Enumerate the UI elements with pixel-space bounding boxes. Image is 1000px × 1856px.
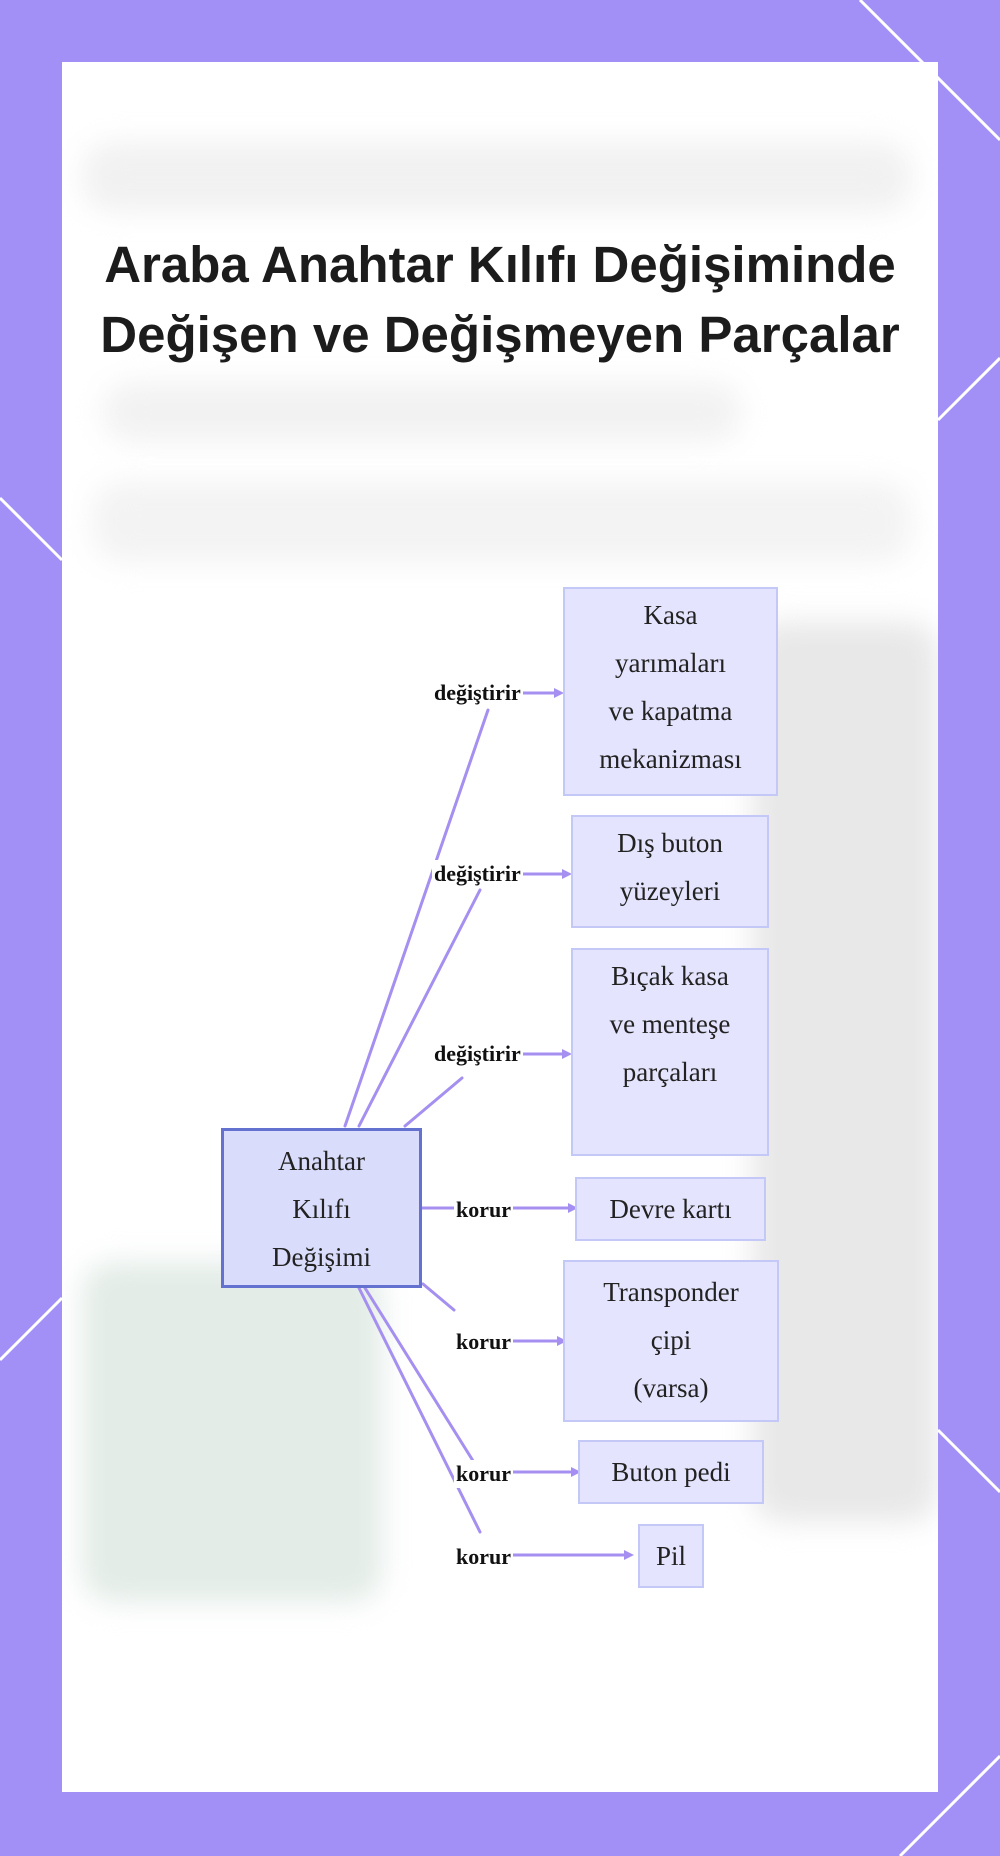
node-label-line: ve menteşe — [609, 1009, 731, 1039]
edge-line — [403, 1076, 464, 1128]
branch-node-case-halves: Kasa yarımaları ve kapatma mekanizması — [563, 587, 778, 796]
branch-node-transponder: Transponder çipi (varsa) — [563, 1260, 779, 1422]
edge-label: korur — [454, 1196, 513, 1224]
arrowhead — [554, 688, 564, 698]
edge-label: değiştirir — [432, 679, 523, 707]
node-label-line: çipi — [650, 1325, 692, 1355]
node-label-line: Değişimi — [272, 1242, 371, 1272]
node-label-line: (varsa) — [633, 1373, 709, 1403]
node-label-line: Anahtar — [278, 1146, 365, 1176]
node-label-line: mekanizması — [599, 744, 742, 774]
edge-label: değiştirir — [432, 1040, 523, 1068]
edge-label: değiştirir — [432, 860, 523, 888]
arrowhead — [562, 1049, 572, 1059]
node-label-line: ve kapatma — [608, 696, 733, 726]
branch-node-circuit-board: Devre kartı — [575, 1177, 766, 1241]
edge-line — [357, 1286, 482, 1534]
title-line-2: Değişen ve Değişmeyen Parçalar — [100, 306, 900, 363]
edge-label: korur — [454, 1460, 513, 1488]
blurred-background — [82, 142, 912, 212]
node-label-line: Kasa — [643, 600, 698, 630]
node-label-line: Kılıfı — [292, 1194, 351, 1224]
branch-node-button-pad: Buton pedi — [578, 1440, 764, 1504]
edge-label: korur — [454, 1328, 513, 1356]
node-label-line: Devre kartı — [609, 1194, 732, 1224]
arrowhead — [571, 1467, 581, 1477]
node-label-line: Pil — [655, 1541, 687, 1571]
arrowhead — [562, 869, 572, 879]
branch-node-battery: Pil — [638, 1524, 704, 1588]
edge-label: korur — [454, 1543, 513, 1571]
content-card: Araba Anahtar Kılıfı Değişiminde Değişen… — [62, 62, 938, 1792]
blurred-background — [102, 382, 742, 442]
branch-node-button-surfaces: Dış buton yüzeyleri — [571, 815, 769, 928]
node-label-line: parçaları — [622, 1057, 718, 1087]
node-label-line: Bıçak kasa — [611, 961, 729, 991]
node-label-line: Buton pedi — [611, 1457, 731, 1487]
node-label-line: Dış buton — [617, 828, 723, 858]
blurred-background — [92, 482, 912, 562]
edge-line — [357, 888, 482, 1128]
edge-line — [363, 1286, 477, 1466]
blurred-background — [82, 1262, 382, 1602]
page-title: Araba Anahtar Kılıfı Değişiminde Değişen… — [62, 230, 938, 370]
node-label-line: Transponder — [603, 1277, 739, 1307]
arrowhead — [624, 1550, 634, 1560]
diagram-edges — [343, 688, 634, 1560]
blurred-background — [752, 622, 938, 1522]
node-label-line: yarımaları — [615, 648, 726, 678]
node-label-line: yüzeyleri — [619, 876, 721, 906]
center-node: Anahtar Kılıfı Değişimi — [221, 1128, 422, 1288]
edge-line — [343, 708, 490, 1128]
title-line-1: Araba Anahtar Kılıfı Değişiminde — [104, 236, 896, 293]
arrowhead — [568, 1203, 578, 1213]
arrowhead — [557, 1336, 567, 1346]
branch-node-blade-case: Bıçak kasa ve menteşe parçaları — [571, 948, 769, 1156]
edge-line — [421, 1282, 456, 1312]
